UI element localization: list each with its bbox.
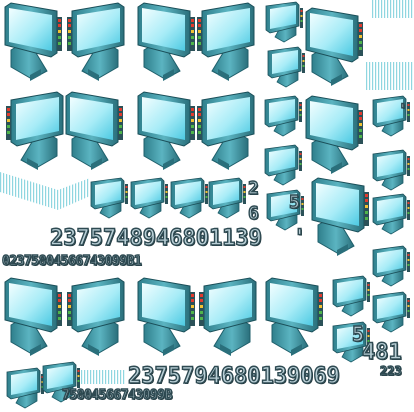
- monitor-sprite: [305, 95, 364, 175]
- digit-sprite: 5: [351, 321, 365, 346]
- digit-strip: 2375794680139069: [127, 363, 340, 389]
- stripe-pattern: [0, 172, 90, 210]
- monitor-sprite: [196, 91, 255, 171]
- monitor-sprite: [198, 277, 257, 357]
- digit-strip-small: 223: [379, 363, 402, 378]
- monitor-sprite-small: [372, 245, 411, 287]
- monitor-sprite: [137, 91, 196, 171]
- monitor-sprite: [311, 177, 370, 257]
- stripe-pattern: [366, 62, 414, 90]
- monitor-sprite: [265, 277, 324, 357]
- digit-strip-small: 75804566743099B: [61, 387, 173, 403]
- monitor-sprite: [5, 91, 64, 171]
- monitor-sprite-small: [264, 144, 303, 186]
- monitor-sprite-small: [267, 46, 306, 88]
- monitor-sprite: [137, 2, 196, 82]
- digit-strip-small: 02375804566743099B1: [1, 253, 142, 269]
- monitor-sprite-small: [265, 1, 304, 43]
- monitor-sprite-small: [208, 177, 247, 219]
- monitor-sprite-small: [130, 177, 169, 219]
- digit-sprite: 2: [247, 177, 259, 199]
- monitor-sprite-small: [6, 367, 45, 409]
- stripe-pattern: [372, 0, 414, 18]
- digit-strip: ': [292, 225, 307, 251]
- digit-sprite: 5: [288, 191, 300, 213]
- monitor-sprite-small: [90, 177, 129, 219]
- monitor-sprite-small: [332, 275, 371, 317]
- monitor-sprite-small: [372, 149, 411, 191]
- monitor-sprite: [4, 2, 63, 82]
- monitor-sprite-small: [264, 95, 303, 137]
- monitor-sprite: [65, 91, 124, 171]
- monitor-sprite: [305, 7, 364, 87]
- monitor-sprite-small: [372, 193, 411, 235]
- monitor-sprite-small: [170, 177, 209, 219]
- digit-strip: 481: [361, 339, 402, 365]
- monitor-sprite: [66, 2, 125, 82]
- monitor-sprite: [196, 2, 255, 82]
- digit-strip: 2375748946801139: [49, 225, 262, 251]
- digit-sprite: 6: [247, 202, 259, 224]
- monitor-sprite: [66, 277, 125, 357]
- monitor-sprite-small: [372, 291, 411, 333]
- digit-sprite: ': [397, 99, 408, 119]
- monitor-sprite: [137, 277, 196, 357]
- stripe-pattern: [80, 370, 126, 384]
- monitor-sprite: [4, 277, 63, 357]
